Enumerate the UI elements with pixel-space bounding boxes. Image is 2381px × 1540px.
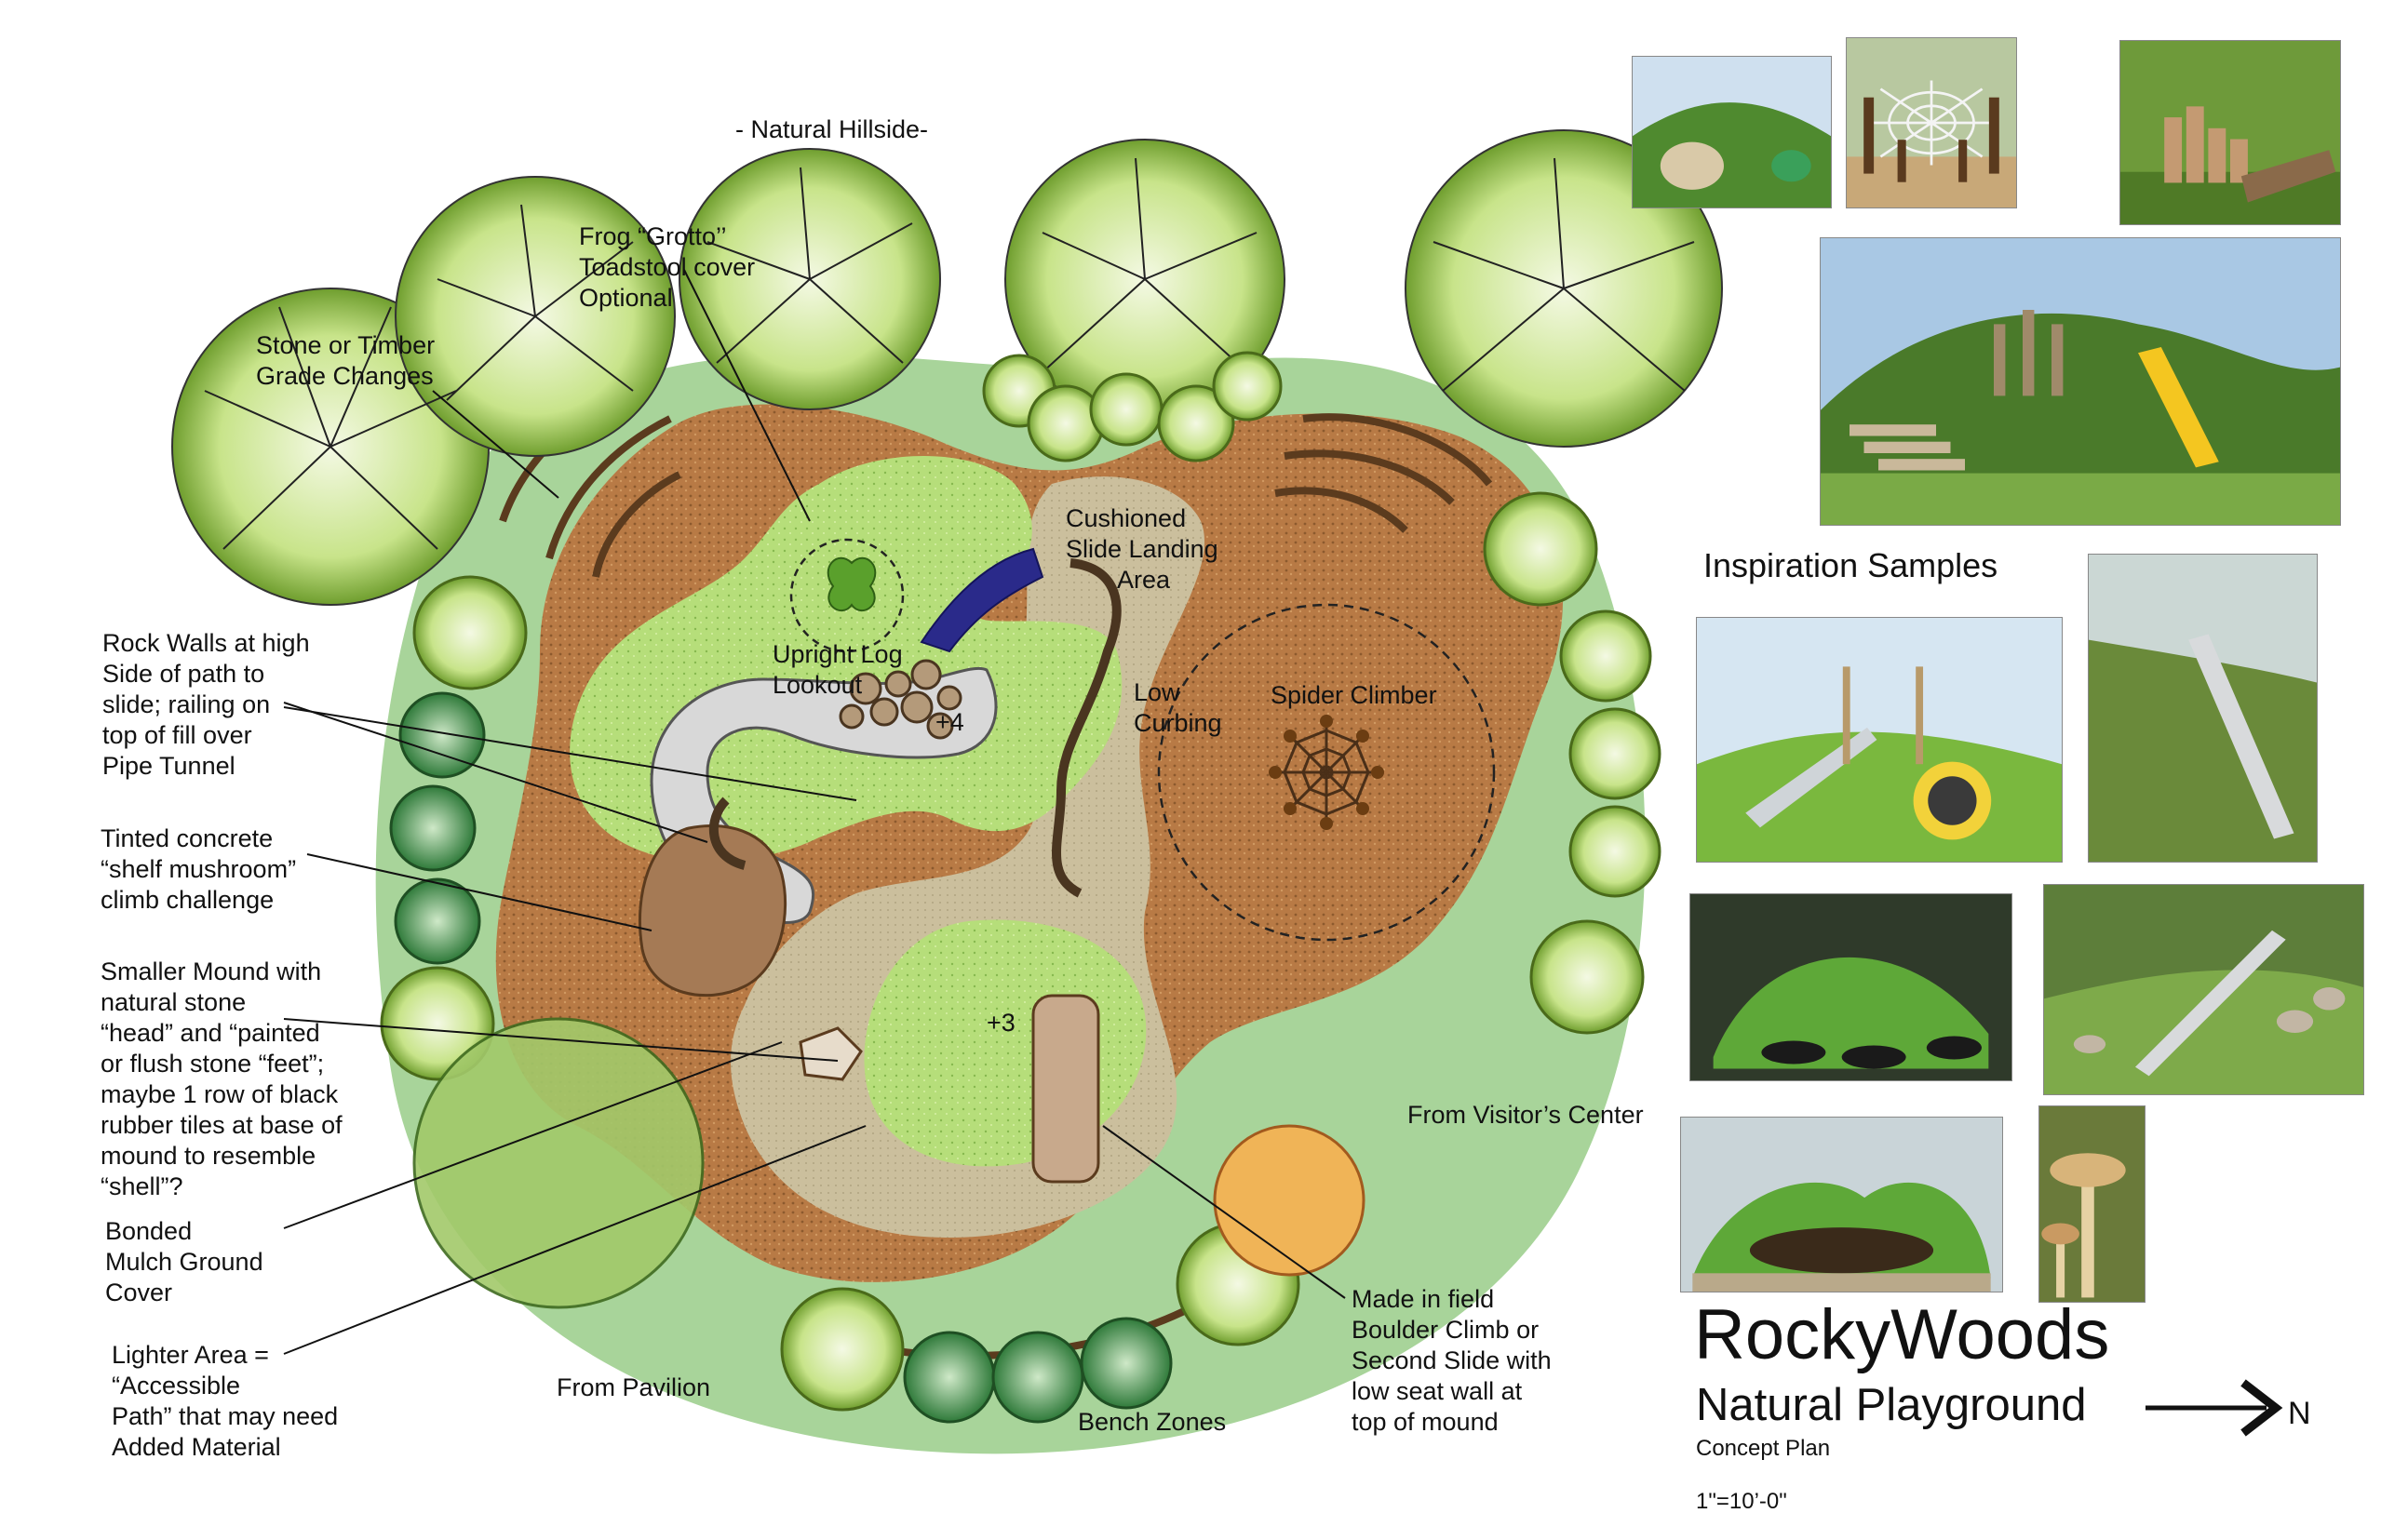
natural-hillside-label: - Natural Hillside- <box>735 115 929 143</box>
label-line: Added Material <box>112 1433 281 1461</box>
label-line: Curbing <box>1134 709 1222 737</box>
inspiration-title: Inspiration Samples <box>1703 546 1998 584</box>
label-line: “head” and “painted <box>101 1019 320 1047</box>
from-pavilion-label: From Pavilion <box>557 1373 711 1401</box>
photo-mound-slide-stones <box>2043 884 2364 1095</box>
label-line: Upright Log <box>773 640 903 668</box>
upright-log-cluster <box>839 659 962 740</box>
project-subtitle: Natural Playground <box>1696 1380 2087 1430</box>
boulder-climb <box>1031 994 1100 1184</box>
label-line: top of mound <box>1352 1408 1499 1436</box>
label-line: Lighter Area = <box>112 1341 269 1369</box>
label-line: Second Slide with <box>1352 1346 1552 1374</box>
spider-web-icon <box>1275 721 1378 824</box>
elevation-plus3: +3 <box>987 1009 1016 1037</box>
label-line: Pipe Tunnel <box>102 752 235 780</box>
label-line: Cover <box>105 1279 173 1306</box>
photo-toadstools <box>2038 1105 2146 1303</box>
photo-slide-tunnel <box>1696 617 2063 863</box>
from-visitors-label: From Visitor’s Center <box>1407 1101 1644 1129</box>
photo-log-steps <box>2119 40 2341 225</box>
label-line: Stone or Timber <box>256 331 436 359</box>
label-line: Lookout <box>773 671 863 699</box>
low-curbing-label: Low Curbing <box>1134 677 1222 739</box>
smaller-mound-label: Smaller Mound with natural stone “head” … <box>101 957 343 1202</box>
photo-rope-web <box>1846 37 2017 208</box>
scale-note: 1"=10’-0" <box>1696 1489 1787 1514</box>
grade-change-arcs-right <box>1274 413 1493 533</box>
label-line: Rock Walls at high <box>102 629 310 657</box>
orange-tree <box>1213 1124 1365 1277</box>
shrubs-right <box>1483 491 1661 1035</box>
label-line: Frog “Grotto’’ <box>579 222 727 250</box>
turtle-head-stone <box>799 1026 863 1081</box>
bench-zones-label: Bench Zones <box>1078 1408 1227 1436</box>
label-line: Path” that may need <box>112 1402 339 1430</box>
plan-type: Concept Plan <box>1696 1436 1831 1461</box>
project-title: RockyWoods <box>1694 1295 2110 1374</box>
spider-climber-label: Spider Climber <box>1271 681 1437 709</box>
label-line: natural stone <box>101 988 247 1016</box>
label-line: Made in field <box>1352 1285 1495 1313</box>
shrubs-top <box>982 351 1283 462</box>
slide <box>920 547 1044 653</box>
frog-leaf-icon <box>827 556 877 611</box>
label-line: Area <box>1117 566 1171 594</box>
label-line: rubber tiles at base of <box>101 1111 343 1139</box>
label-line: Boulder Climb or <box>1352 1316 1540 1344</box>
watercolor-tree <box>412 1017 705 1309</box>
rock-walls-label: Rock Walls at high Side of path to slide… <box>102 628 310 782</box>
label-line: “shell”? <box>101 1172 183 1200</box>
elevation-plus4: +4 <box>935 708 964 736</box>
label-line: Bonded <box>105 1217 193 1245</box>
shrubs-bottom <box>903 1317 1173 1424</box>
photo-tire-mound <box>1689 893 2012 1081</box>
canopy-tree-spokes <box>204 157 1695 550</box>
label-line: slide; railing on <box>102 690 271 718</box>
photo-hill-slide <box>1820 237 2341 526</box>
spider-posts <box>1269 715 1384 830</box>
shelf-mushroom <box>638 824 787 998</box>
label-line: Optional <box>579 284 673 312</box>
label-line: “shelf mushroom” <box>101 855 297 883</box>
bonded-mulch-label: Bonded Mulch Ground Cover <box>105 1216 263 1308</box>
low-curbing <box>1052 558 1122 898</box>
made-in-field-label: Made in field Boulder Climb or Second Sl… <box>1352 1284 1552 1438</box>
tunnel-wall <box>709 797 747 870</box>
photo-mound-tunnel <box>1632 56 1832 208</box>
tinted-concrete-label: Tinted concrete “shelf mushroom” climb c… <box>101 824 296 916</box>
label-line: Smaller Mound with <box>101 957 322 985</box>
label-line: Slide Landing <box>1066 535 1218 563</box>
label-line: Cushioned <box>1066 504 1187 532</box>
frog-grotto-circle <box>789 538 905 653</box>
leader-lines <box>283 269 1346 1355</box>
photo-hill-slide-2 <box>2088 554 2318 863</box>
label-line: low seat wall at <box>1352 1377 1523 1405</box>
label-line: or flush stone “feet”; <box>101 1050 325 1078</box>
label-line: Side of path to <box>102 660 265 688</box>
label-line: Tinted concrete <box>101 824 274 852</box>
spider-climber-circle <box>1157 603 1496 942</box>
label-line: Toadstool cover <box>579 253 756 281</box>
upright-log-label: Upright Log Lookout <box>773 639 903 701</box>
photo-frog-mound <box>1680 1117 2003 1292</box>
label-line: climb challenge <box>101 886 275 914</box>
frog-grotto-label: Frog “Grotto’’ Toadstool cover Optional <box>579 221 755 314</box>
label-line: Grade Changes <box>256 362 434 390</box>
cushioned-slide-label: Cushioned Slide Landing Area <box>1066 503 1218 596</box>
label-line: Low <box>1134 678 1180 706</box>
north-label: N <box>2288 1396 2311 1431</box>
label-line: mound to resemble <box>101 1142 316 1170</box>
north-arrow-icon <box>2146 1379 2283 1437</box>
label-line: Mulch Ground <box>105 1248 263 1276</box>
stone-timber-label: Stone or Timber Grade Changes <box>256 330 435 392</box>
label-line: top of fill over <box>102 721 252 749</box>
shrubs-left <box>389 691 486 965</box>
lighter-area-label: Lighter Area = “Accessible Path” that ma… <box>112 1340 338 1463</box>
label-line: “Accessible <box>112 1372 241 1399</box>
label-line: maybe 1 row of black <box>101 1080 339 1108</box>
